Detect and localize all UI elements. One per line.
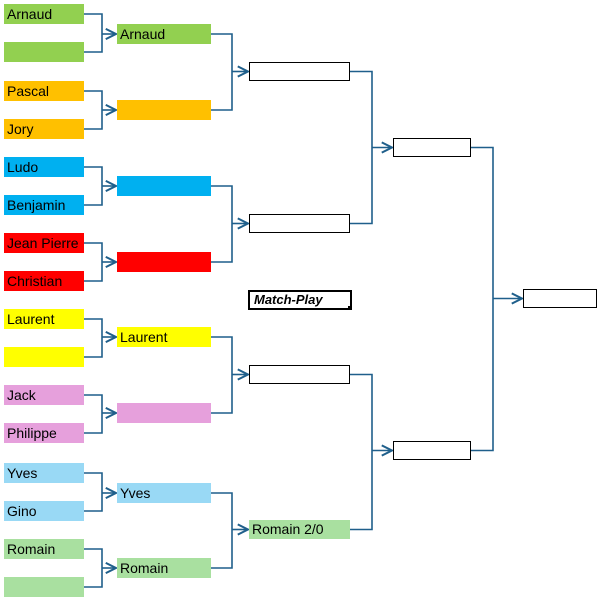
connector-line xyxy=(84,318,103,358)
connector-line xyxy=(211,336,233,414)
connector-line xyxy=(84,90,103,130)
round1-slot: Jack xyxy=(4,385,84,405)
connector-line xyxy=(84,13,103,53)
connector-line xyxy=(211,492,233,569)
round1-slot xyxy=(4,577,84,597)
round1-slot: Philippe xyxy=(4,423,84,443)
connector-line xyxy=(84,242,103,282)
round4-slot xyxy=(393,138,471,157)
round2-slot xyxy=(117,403,211,423)
bracket-title: Match-Play xyxy=(248,290,352,310)
round1-slot: Yves xyxy=(4,463,84,483)
round1-slot: Pascal xyxy=(4,81,84,101)
round3-slot: Romain 2/0 xyxy=(249,520,350,539)
round2-slot: Arnaud xyxy=(117,24,211,44)
connector-line xyxy=(211,33,233,111)
connector-line xyxy=(471,146,494,452)
round3-slot xyxy=(249,365,350,384)
round1-slot: Gino xyxy=(4,501,84,521)
connector-line xyxy=(84,472,103,512)
round1-slot xyxy=(4,347,84,367)
round1-slot: Christian xyxy=(4,271,84,291)
connector-line xyxy=(350,373,373,531)
round1-slot: Jory xyxy=(4,119,84,139)
connector-line xyxy=(84,166,103,206)
round2-slot: Romain xyxy=(117,558,211,578)
round2-slot xyxy=(117,176,211,196)
connector-line xyxy=(350,70,373,225)
connector-line xyxy=(84,548,103,588)
connector-line xyxy=(84,394,103,434)
round2-slot xyxy=(117,100,211,120)
round1-slot: Benjamin xyxy=(4,195,84,215)
round2-slot: Yves xyxy=(117,483,211,503)
round3-slot xyxy=(249,214,350,233)
round1-slot: Ludo xyxy=(4,157,84,177)
round1-slot: Laurent xyxy=(4,309,84,329)
round4-slot xyxy=(393,441,471,460)
round2-slot xyxy=(117,252,211,272)
round1-slot: Romain xyxy=(4,539,84,559)
round1-slot xyxy=(4,42,84,62)
connector-line xyxy=(211,185,233,263)
round1-slot: Jean Pierre xyxy=(4,233,84,253)
final-slot xyxy=(523,289,597,308)
round3-slot xyxy=(249,62,350,81)
round1-slot: Arnaud xyxy=(4,4,84,24)
round2-slot: Laurent xyxy=(117,327,211,347)
